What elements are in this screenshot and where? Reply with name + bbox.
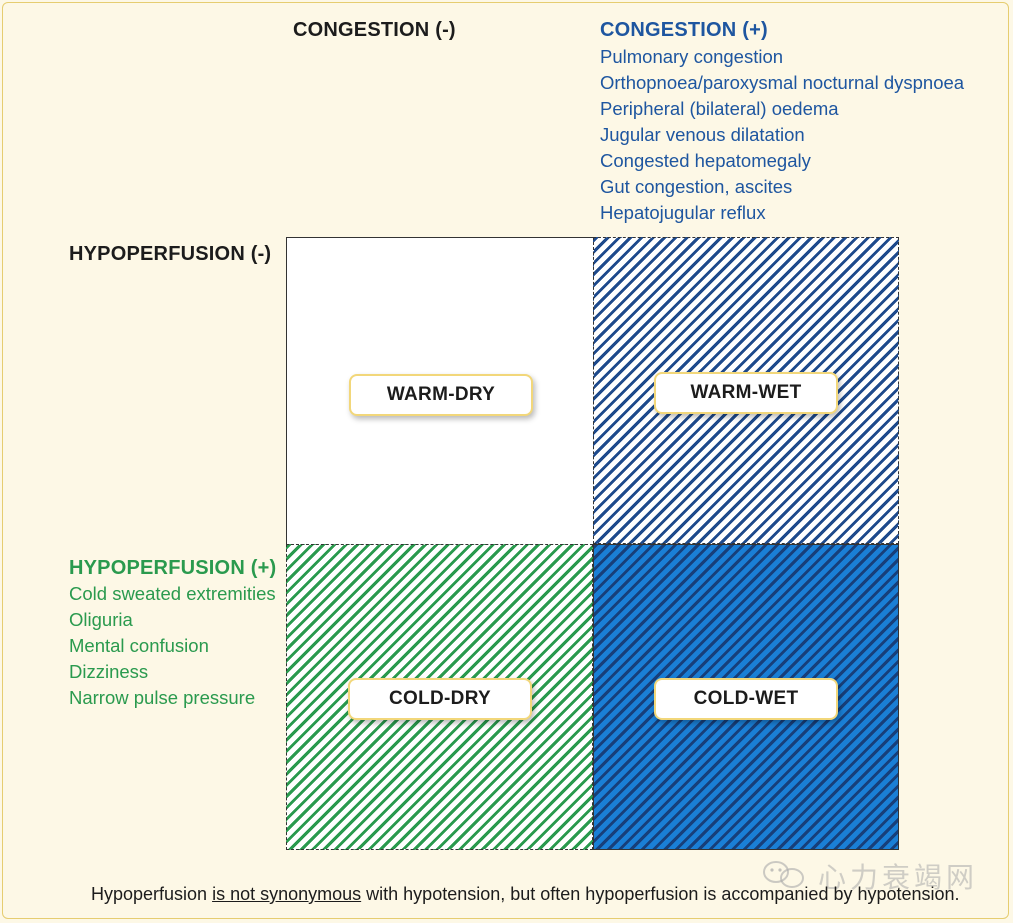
hypoperfusion-signs-list: Cold sweated extremities Oliguria Mental… bbox=[69, 581, 276, 711]
warm-wet-label: WARM-WET bbox=[654, 372, 838, 414]
footer-text-start: Hypoperfusion bbox=[91, 884, 213, 904]
congestion-signs-list: Pulmonary congestion Orthopnoea/paroxysm… bbox=[600, 44, 964, 226]
congestion-sign: Gut congestion, ascites bbox=[600, 176, 793, 197]
cold-dry-quadrant: COLD-DRY bbox=[286, 544, 593, 850]
warm-wet-quadrant: WARM-WET bbox=[593, 237, 899, 544]
hemodynamic-profile-grid: WARM-DRY WARM-WET COLD-DRY COLD-WET bbox=[286, 237, 899, 850]
hypoperfusion-positive-heading: HYPOPERFUSION (+) bbox=[69, 557, 277, 579]
warm-dry-label: WARM-DRY bbox=[349, 374, 533, 416]
watermark-logo-icon bbox=[763, 861, 804, 888]
congestion-sign: Peripheral (bilateral) oedema bbox=[600, 98, 839, 119]
hypoperfusion-sign: Cold sweated extremities bbox=[69, 583, 276, 604]
hypoperfusion-sign: Oliguria bbox=[69, 609, 133, 630]
warm-dry-quadrant: WARM-DRY bbox=[286, 237, 593, 544]
congestion-sign: Pulmonary congestion bbox=[600, 46, 784, 67]
congestion-sign: Congested hepatomegaly bbox=[600, 150, 811, 171]
footer-note: Hypoperfusion is not synonymous with hyp… bbox=[91, 884, 960, 905]
hypoperfusion-sign: Dizziness bbox=[69, 661, 149, 682]
congestion-sign: Jugular venous dilatation bbox=[600, 124, 805, 145]
cold-wet-label: COLD-WET bbox=[654, 678, 838, 720]
congestion-sign: Hepatojugular reflux bbox=[600, 202, 766, 223]
cold-wet-quadrant: COLD-WET bbox=[593, 544, 899, 850]
hypoperfusion-sign: Mental confusion bbox=[69, 635, 209, 656]
congestion-positive-heading: CONGESTION (+) bbox=[600, 19, 768, 41]
watermark: 心力衰竭网 bbox=[760, 854, 980, 894]
hypoperfusion-sign: Narrow pulse pressure bbox=[69, 687, 256, 708]
footer-text-end: with hypotension, but often hypoperfusio… bbox=[361, 884, 960, 904]
hypoperfusion-negative-heading: HYPOPERFUSION (-) bbox=[69, 243, 272, 265]
footer-underlined-text: is not synonymous bbox=[212, 884, 362, 904]
congestion-negative-heading: CONGESTION (-) bbox=[293, 19, 456, 41]
watermark-text: 心力衰竭网 bbox=[818, 862, 979, 893]
congestion-sign: Orthopnoea/paroxysmal nocturnal dyspnoea bbox=[600, 72, 965, 93]
cold-dry-label: COLD-DRY bbox=[348, 678, 532, 720]
